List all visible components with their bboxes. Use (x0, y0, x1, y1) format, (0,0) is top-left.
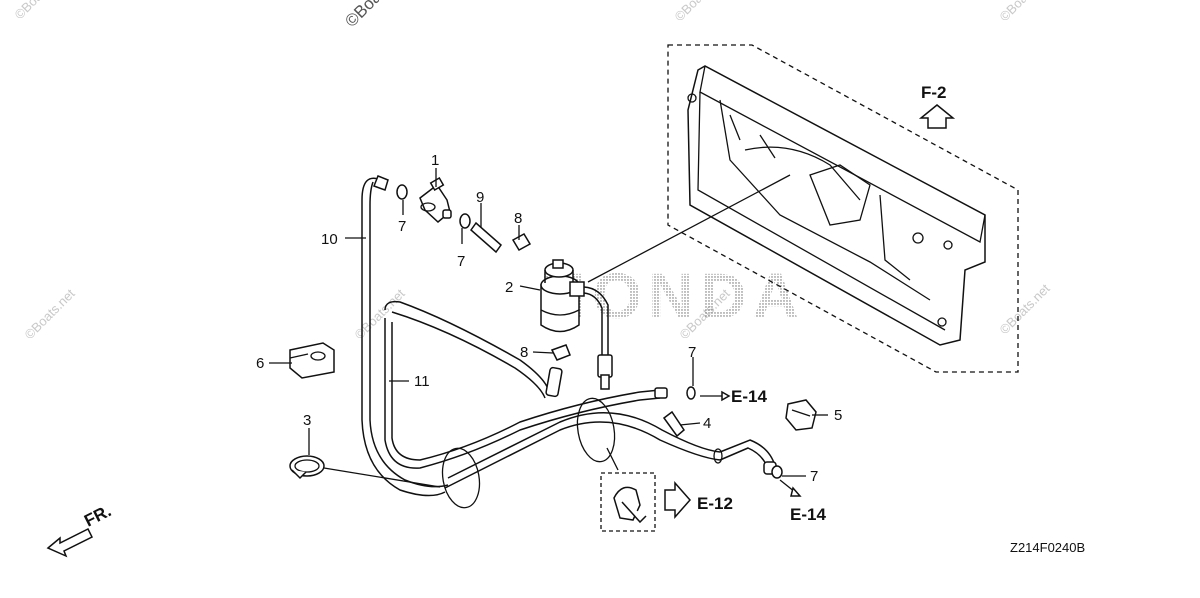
diagram-code: Z214F0240B (1010, 540, 1085, 555)
ref-e14-label: E-14 (731, 387, 767, 406)
watermark-text: ©Boats.net (22, 286, 78, 342)
watermark-text: ©Boats.net (341, 0, 414, 31)
front-direction-indicator: FR. (46, 501, 114, 558)
part-3-clamp (289, 455, 325, 480)
callout-7: 7 (688, 344, 696, 361)
watermark-text: ©Boats.net (997, 281, 1053, 337)
engine-cover-tray (687, 65, 986, 346)
callout-3: 3 (303, 412, 311, 429)
o-ring (686, 386, 696, 400)
part-1-fuel-filter (419, 177, 452, 223)
leader-line (587, 174, 791, 283)
callout-7: 7 (810, 468, 818, 485)
ref-e14-label: E-14 (790, 505, 826, 524)
assembly-outline (667, 44, 1019, 373)
callout-11: 11 (414, 373, 430, 390)
part-8-clip (550, 344, 571, 361)
part-8-clip (511, 232, 532, 252)
callout-2: 2 (505, 279, 513, 296)
part-9-pipe (469, 221, 503, 254)
watermark-text: ©Boats.net (12, 0, 68, 22)
hose-lower (444, 411, 777, 489)
right-arrow-icon (664, 481, 692, 519)
part-6-holder (289, 342, 335, 379)
hose-10 (361, 175, 449, 497)
callout-8: 8 (520, 344, 528, 361)
callout-8: 8 (514, 210, 522, 227)
watermark-text: ©Boats.net (672, 0, 728, 24)
part-4-clip (662, 410, 685, 438)
o-ring (459, 213, 471, 229)
o-ring (771, 465, 783, 479)
callout-4: 4 (703, 415, 711, 432)
direction-label: FR. (81, 501, 114, 530)
up-arrow-icon (918, 104, 956, 129)
leader-lines (269, 168, 828, 497)
hose-11 (384, 300, 668, 469)
part-2-fuel-pump (540, 259, 613, 390)
callout-7: 7 (398, 218, 406, 235)
part-5-clamp (785, 399, 817, 431)
watermark-text: ©Boats.net (997, 0, 1053, 24)
ref-f2-label: F-2 (921, 83, 947, 102)
detail-inset-e12 (600, 472, 692, 532)
clamp-ring (576, 397, 616, 463)
callout-9: 9 (476, 189, 484, 206)
callout-10: 10 (321, 231, 338, 248)
callout-7: 7 (457, 253, 465, 270)
callout-5: 5 (834, 407, 842, 424)
clamp-ring (441, 447, 481, 509)
callout-1: 1 (431, 152, 439, 169)
callout-6: 6 (256, 355, 264, 372)
front-arrow-icon (46, 527, 94, 558)
o-ring (396, 184, 408, 200)
ref-e12-label: E-12 (697, 494, 733, 513)
